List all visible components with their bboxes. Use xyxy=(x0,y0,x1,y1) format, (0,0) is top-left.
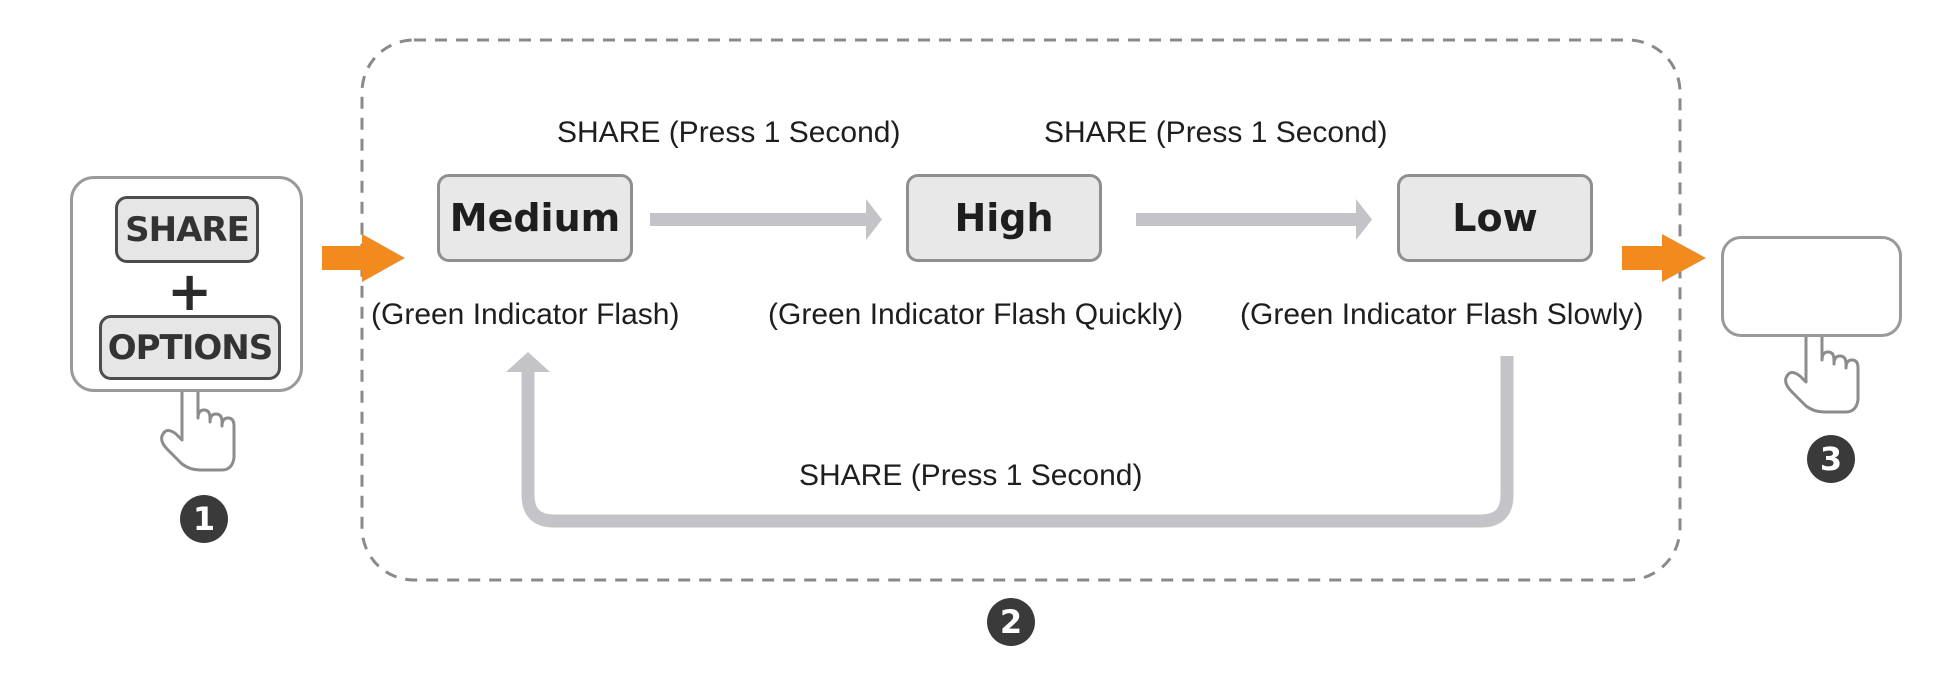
pointing-hand-icon xyxy=(1784,320,1860,414)
share-key: SHARE xyxy=(115,196,259,263)
step1-badge: 1 xyxy=(180,495,228,543)
transition-label-high-to-low: SHARE (Press 1 Second) xyxy=(1044,116,1388,149)
share-key-label: SHARE xyxy=(125,209,250,250)
step3-dpad-panel xyxy=(1721,236,1902,337)
mode-box-high: High xyxy=(906,174,1102,262)
mode-label-high: High xyxy=(954,196,1054,240)
plus-sign: + xyxy=(167,260,213,323)
mode-box-low: Low xyxy=(1397,174,1593,262)
step3-badge: 3 xyxy=(1807,435,1855,483)
orange-arrow-icon-2 xyxy=(1622,234,1706,282)
gray-arrow-icon-medium-to-high xyxy=(650,199,882,240)
mode-label-medium: Medium xyxy=(449,196,621,240)
loop-back-arrow-icon xyxy=(506,352,1514,528)
options-key-label: OPTIONS xyxy=(107,327,274,368)
mode-caption-low: (Green Indicator Flash Slowly) xyxy=(1240,298,1644,331)
orange-arrow-icon-1 xyxy=(322,234,405,282)
mode-box-medium: Medium xyxy=(437,174,633,262)
gray-arrow-icon-high-to-low xyxy=(1136,199,1372,240)
mode-cycle-group-border xyxy=(360,38,1682,582)
mode-label-low: Low xyxy=(1452,196,1538,240)
mode-caption-high: (Green Indicator Flash Quickly) xyxy=(768,298,1184,331)
step1-button-combo-panel: SHARE + OPTIONS xyxy=(70,176,303,392)
transition-label-medium-to-high: SHARE (Press 1 Second) xyxy=(557,116,901,149)
transition-label-low-to-medium: SHARE (Press 1 Second) xyxy=(799,459,1143,492)
pointing-hand-icon xyxy=(160,378,236,472)
mode-caption-medium: (Green Indicator Flash) xyxy=(371,298,680,331)
options-key: OPTIONS xyxy=(99,315,281,380)
step2-badge: 2 xyxy=(987,598,1035,646)
